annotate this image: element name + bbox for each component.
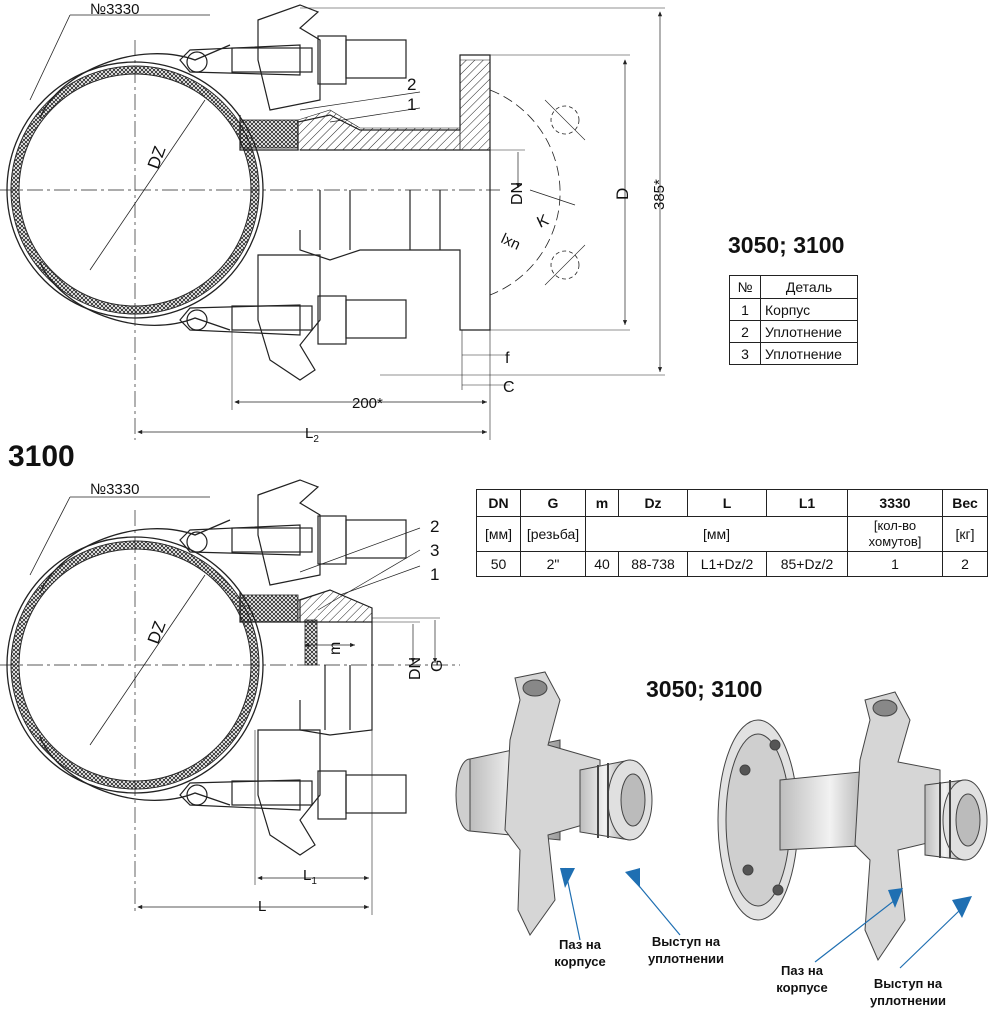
m-label: m: [327, 642, 344, 655]
label-groove-left: Паз на корпусе: [554, 937, 606, 969]
l2-label: L2: [305, 425, 319, 445]
part-1-label-bottom: 1: [430, 565, 439, 584]
spec-cell-3330: 1: [847, 551, 943, 577]
spec-header-l1: L1: [766, 489, 848, 517]
label-groove-right: Паз на корпусе: [776, 963, 828, 995]
spec-unit-count: [кол-во хомутов]: [847, 516, 943, 552]
spec-cell-m: 40: [585, 551, 619, 577]
parts-no: 1: [729, 298, 761, 321]
parts-table: № Деталь 1 Корпус 2 Уплотнение 3 Уплотне…: [729, 275, 858, 365]
spec-unit-g: [резьба]: [520, 516, 586, 552]
dn-label-bottom: DN: [407, 657, 424, 680]
spec-table: DN G m Dz L L1 3330 Вес [мм] [резьба] [м…: [476, 489, 988, 577]
parts-detail: Уплотнение: [760, 342, 858, 365]
parts-no: 2: [729, 320, 761, 343]
lxn-label: lxn: [498, 230, 523, 254]
spec-header-l: L: [687, 489, 767, 517]
part-1-label-top: 1: [407, 95, 416, 114]
pointer-lip-right: [899, 909, 961, 969]
spec-header-g: G: [520, 489, 586, 517]
l2-main: L: [305, 425, 313, 442]
spec-header-weight: Вес: [942, 489, 988, 517]
g-label: G: [429, 660, 446, 672]
spec-cell-l: L1+Dz/2: [687, 551, 767, 577]
l1-sub: 1: [311, 876, 317, 887]
pointer-groove-right: [814, 899, 896, 963]
label-lip-right: Выступ на уплотнении: [869, 976, 947, 1008]
spec-unit-kg: [кг]: [942, 516, 988, 552]
parts-detail: Уплотнение: [760, 320, 858, 343]
spec-data-row: 50 2" 40 88-738 L1+Dz/2 85+Dz/2 1 2: [476, 551, 988, 577]
spec-units-row: [мм] [резьба] [мм] [кол-во хомутов] [кг]: [476, 516, 988, 552]
spec-unit-mm: [мм]: [585, 516, 848, 552]
title-3100: 3100: [8, 440, 75, 473]
spec-cell-l1: 85+Dz/2: [766, 551, 848, 577]
parts-row: 1 Корпус: [729, 298, 858, 321]
dz-label-bottom: DZ: [144, 619, 170, 647]
part-3-label-bottom: 3: [430, 541, 439, 560]
parts-detail: Корпус: [760, 298, 858, 321]
l1-label: L1: [303, 867, 317, 887]
w200-label: 200*: [352, 395, 383, 412]
bottom-section-view: [0, 479, 460, 915]
spec-cell-weight: 2: [942, 551, 988, 577]
parts-row: 3 Уплотнение: [729, 342, 858, 365]
spec-header-dn: DN: [476, 489, 521, 517]
iso-render-3050: [717, 691, 988, 962]
clamp-label-bottom: №3330: [90, 481, 139, 498]
h385-label: 385*: [651, 179, 668, 210]
dz-label-top: DZ: [144, 144, 170, 172]
parts-header-no: №: [729, 275, 761, 299]
l1-main: L: [303, 867, 311, 884]
spec-cell-dz: 88-738: [618, 551, 688, 577]
spec-cell-dn: 50: [476, 551, 521, 577]
top-section-view: [0, 4, 665, 440]
spec-header-dz: Dz: [618, 489, 688, 517]
parts-row: 2 Уплотнение: [729, 320, 858, 343]
spec-cell-g: 2": [520, 551, 586, 577]
c-label: C: [503, 379, 515, 396]
part-2-label-top: 2: [407, 75, 416, 94]
d-label: D: [613, 188, 632, 200]
iso-render-3100: [455, 671, 653, 936]
f-label: f: [505, 350, 510, 367]
l2-sub: 2: [313, 434, 319, 445]
l-label: L: [258, 898, 266, 915]
parts-no: 3: [729, 342, 761, 365]
part-2-label-bottom: 2: [430, 517, 439, 536]
spec-header-3330: 3330: [847, 489, 943, 517]
spec-unit-dn: [мм]: [476, 516, 521, 552]
parts-header-detail: Деталь: [760, 275, 858, 299]
clamp-label-top: №3330: [90, 1, 139, 18]
title-top-parts: 3050; 3100: [728, 232, 845, 258]
title-iso: 3050; 3100: [646, 676, 763, 702]
label-lip-left: Выступ на уплотнении: [647, 934, 725, 966]
dn-label-top: DN: [509, 182, 526, 205]
spec-header-m: m: [585, 489, 619, 517]
k-label: K: [535, 212, 552, 232]
